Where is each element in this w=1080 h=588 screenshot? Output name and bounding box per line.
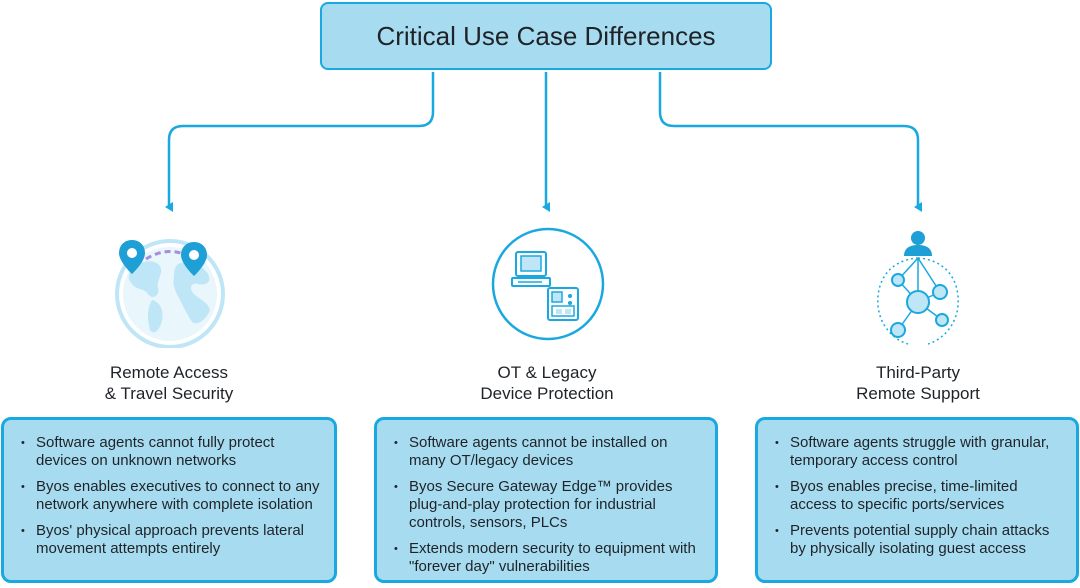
list-item: Byos enables executives to connect to an… — [18, 478, 324, 514]
column-heading-line2: & Travel Security — [104, 384, 234, 403]
globe-with-location-pins-icon — [115, 239, 225, 348]
column-heading-line2: Device Protection — [480, 384, 614, 403]
column-heading-line1: OT & Legacy — [497, 363, 597, 382]
bullet-list: Software agents cannot be installed on m… — [391, 434, 705, 576]
diagram-title: Critical Use Case Differences — [320, 2, 772, 70]
panel-remote-access: Software agents cannot fully protect dev… — [1, 417, 337, 583]
bullet-list: Software agents struggle with granular, … — [772, 434, 1066, 558]
list-item: Byos enables precise, time-limited acces… — [772, 478, 1066, 514]
list-item: Software agents cannot be installed on m… — [391, 434, 705, 470]
list-item: Software agents struggle with granular, … — [772, 434, 1066, 470]
column-heading-line1: Remote Access — [109, 363, 229, 382]
column-heading-remote-access: Remote Access & Travel Security — [19, 362, 319, 404]
list-item: Software agents cannot fully protect dev… — [18, 434, 324, 470]
column-heading-line1: Third-Party — [875, 363, 961, 382]
column-heading-line2: Remote Support — [856, 384, 980, 403]
panel-ot-legacy: Software agents cannot be installed on m… — [374, 417, 718, 583]
list-item: Extends modern security to equipment wit… — [391, 540, 705, 576]
list-item: Byos' physical approach prevents lateral… — [18, 522, 324, 558]
list-item: Prevents potential supply chain attacks … — [772, 522, 1066, 558]
panel-third-party: Software agents struggle with granular, … — [755, 417, 1079, 583]
connector-right — [658, 72, 922, 212]
user-network-access-icon — [877, 231, 959, 345]
industrial-computer-devices-icon — [491, 227, 605, 341]
list-item: Byos Secure Gateway Edge™ provides plug-… — [391, 478, 705, 532]
column-heading-third-party: Third-Party Remote Support — [768, 362, 1068, 404]
bullet-list: Software agents cannot fully protect dev… — [18, 434, 324, 558]
connector-left — [165, 72, 435, 212]
column-heading-ot-legacy: OT & Legacy Device Protection — [397, 362, 697, 404]
